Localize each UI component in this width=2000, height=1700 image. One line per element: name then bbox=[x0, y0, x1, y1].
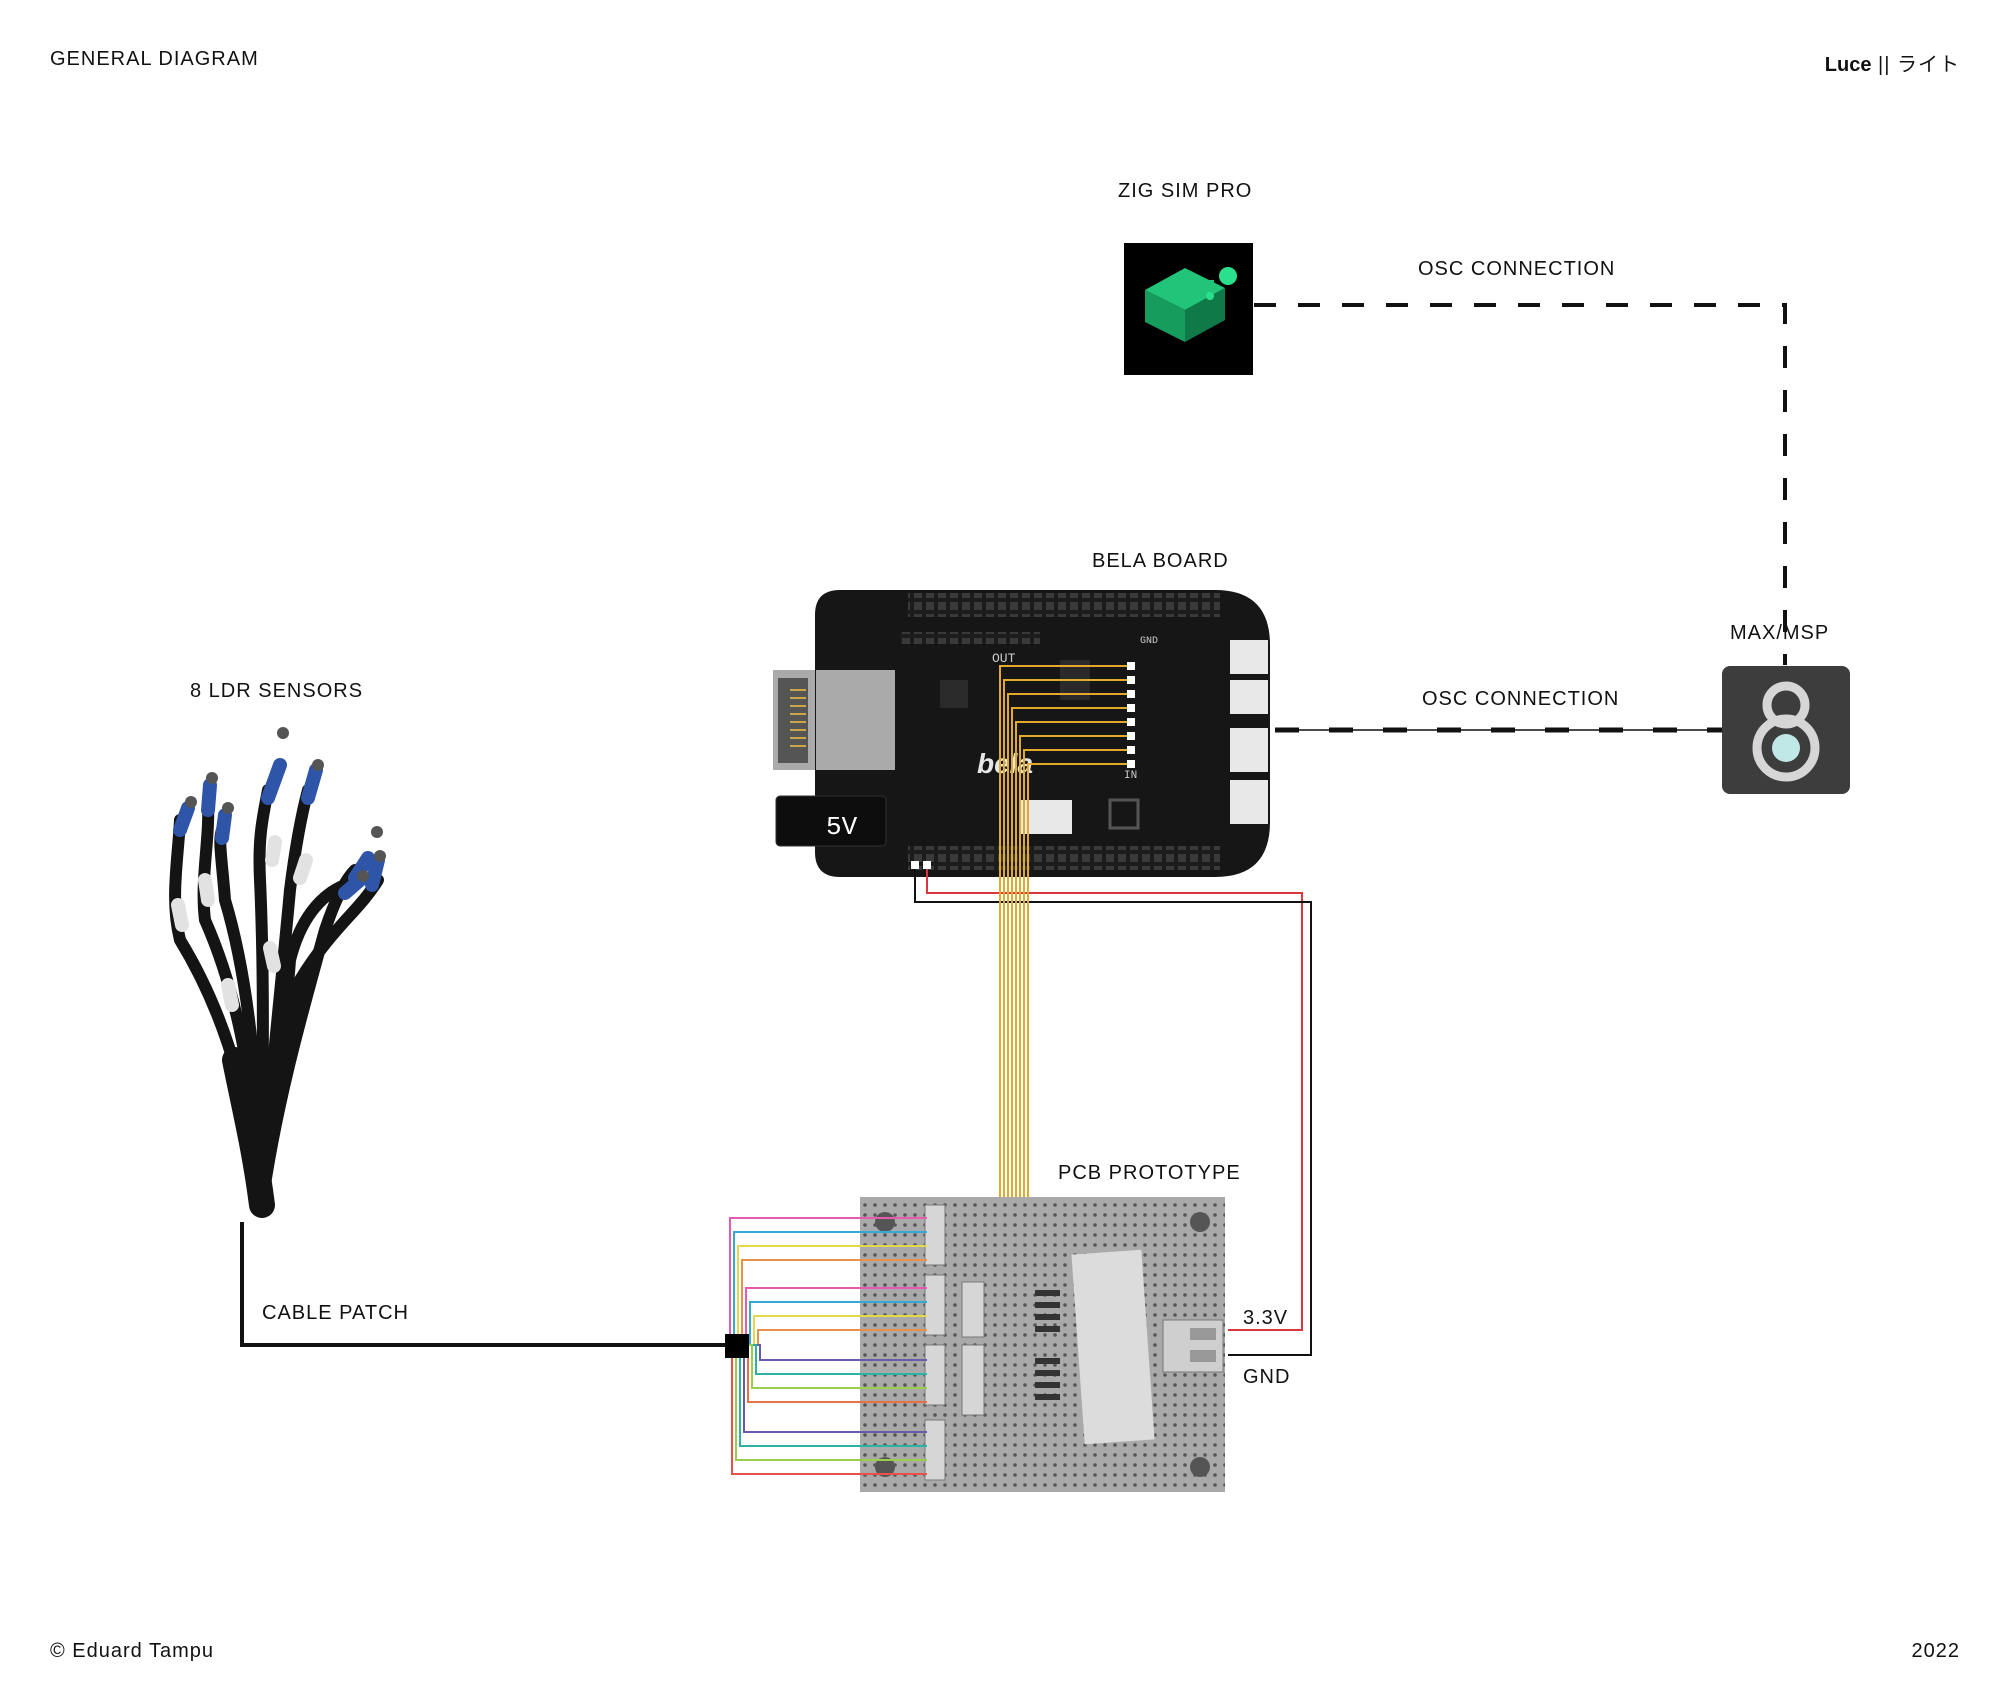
pcb-prototype-label: PCB PROTOTYPE bbox=[1058, 1162, 1241, 1184]
bela-board-label: BELA BOARD bbox=[1092, 550, 1229, 572]
osc-connection-zigsim-maxmsp bbox=[1254, 303, 1787, 665]
zigsim-cube-right bbox=[1185, 288, 1225, 342]
cable-patch-line bbox=[240, 1222, 749, 1358]
bela-out-label: OUT bbox=[992, 651, 1016, 666]
ldr-sensors-label: 8 LDR SENSORS bbox=[190, 680, 364, 702]
diagram-title: GENERAL DIAGRAM bbox=[50, 48, 259, 70]
maxmsp-label: MAX/MSP bbox=[1730, 622, 1830, 644]
zigsim-label: ZIG SIM PRO bbox=[1118, 180, 1253, 202]
copyright-text: © Eduard Tampu bbox=[50, 1640, 215, 1662]
brand-bold: Luce bbox=[1824, 54, 1872, 76]
pcb-prototype bbox=[860, 1197, 1225, 1492]
bela-digital-pins bbox=[1127, 662, 1135, 768]
brand-title: Luce || ライト bbox=[1825, 48, 1960, 77]
brand-rest: || ライト bbox=[1871, 54, 1960, 76]
osc-connection-mid-label: OSC CONNECTION bbox=[1422, 688, 1620, 710]
bela-in-label: IN bbox=[1124, 770, 1137, 782]
cable-patch-label: CABLE PATCH bbox=[262, 1302, 409, 1324]
maxmsp-app-icon bbox=[1722, 666, 1850, 794]
osc-connection-top-label: OSC CONNECTION bbox=[1418, 258, 1616, 280]
cable-patch-junction bbox=[725, 1334, 749, 1358]
zigsim-cube-left bbox=[1145, 290, 1185, 342]
gnd-label: GND bbox=[1243, 1366, 1291, 1388]
year-text: 2022 bbox=[1911, 1640, 1960, 1662]
zigsim-app-icon bbox=[1124, 243, 1253, 375]
voltage-3v3-label: 3.3V bbox=[1243, 1307, 1289, 1329]
power-wire-3v3 bbox=[926, 869, 1303, 1331]
bela-gnd-label: GND bbox=[1140, 636, 1158, 647]
ground-wire bbox=[914, 869, 1312, 1356]
bela-board: 5V OUT IN GND bela bbox=[773, 590, 1270, 877]
ldr-sensor-bundle bbox=[169, 727, 386, 1218]
bela-power-label: 5V bbox=[826, 812, 858, 842]
zigsim-cube-top bbox=[1145, 268, 1225, 310]
